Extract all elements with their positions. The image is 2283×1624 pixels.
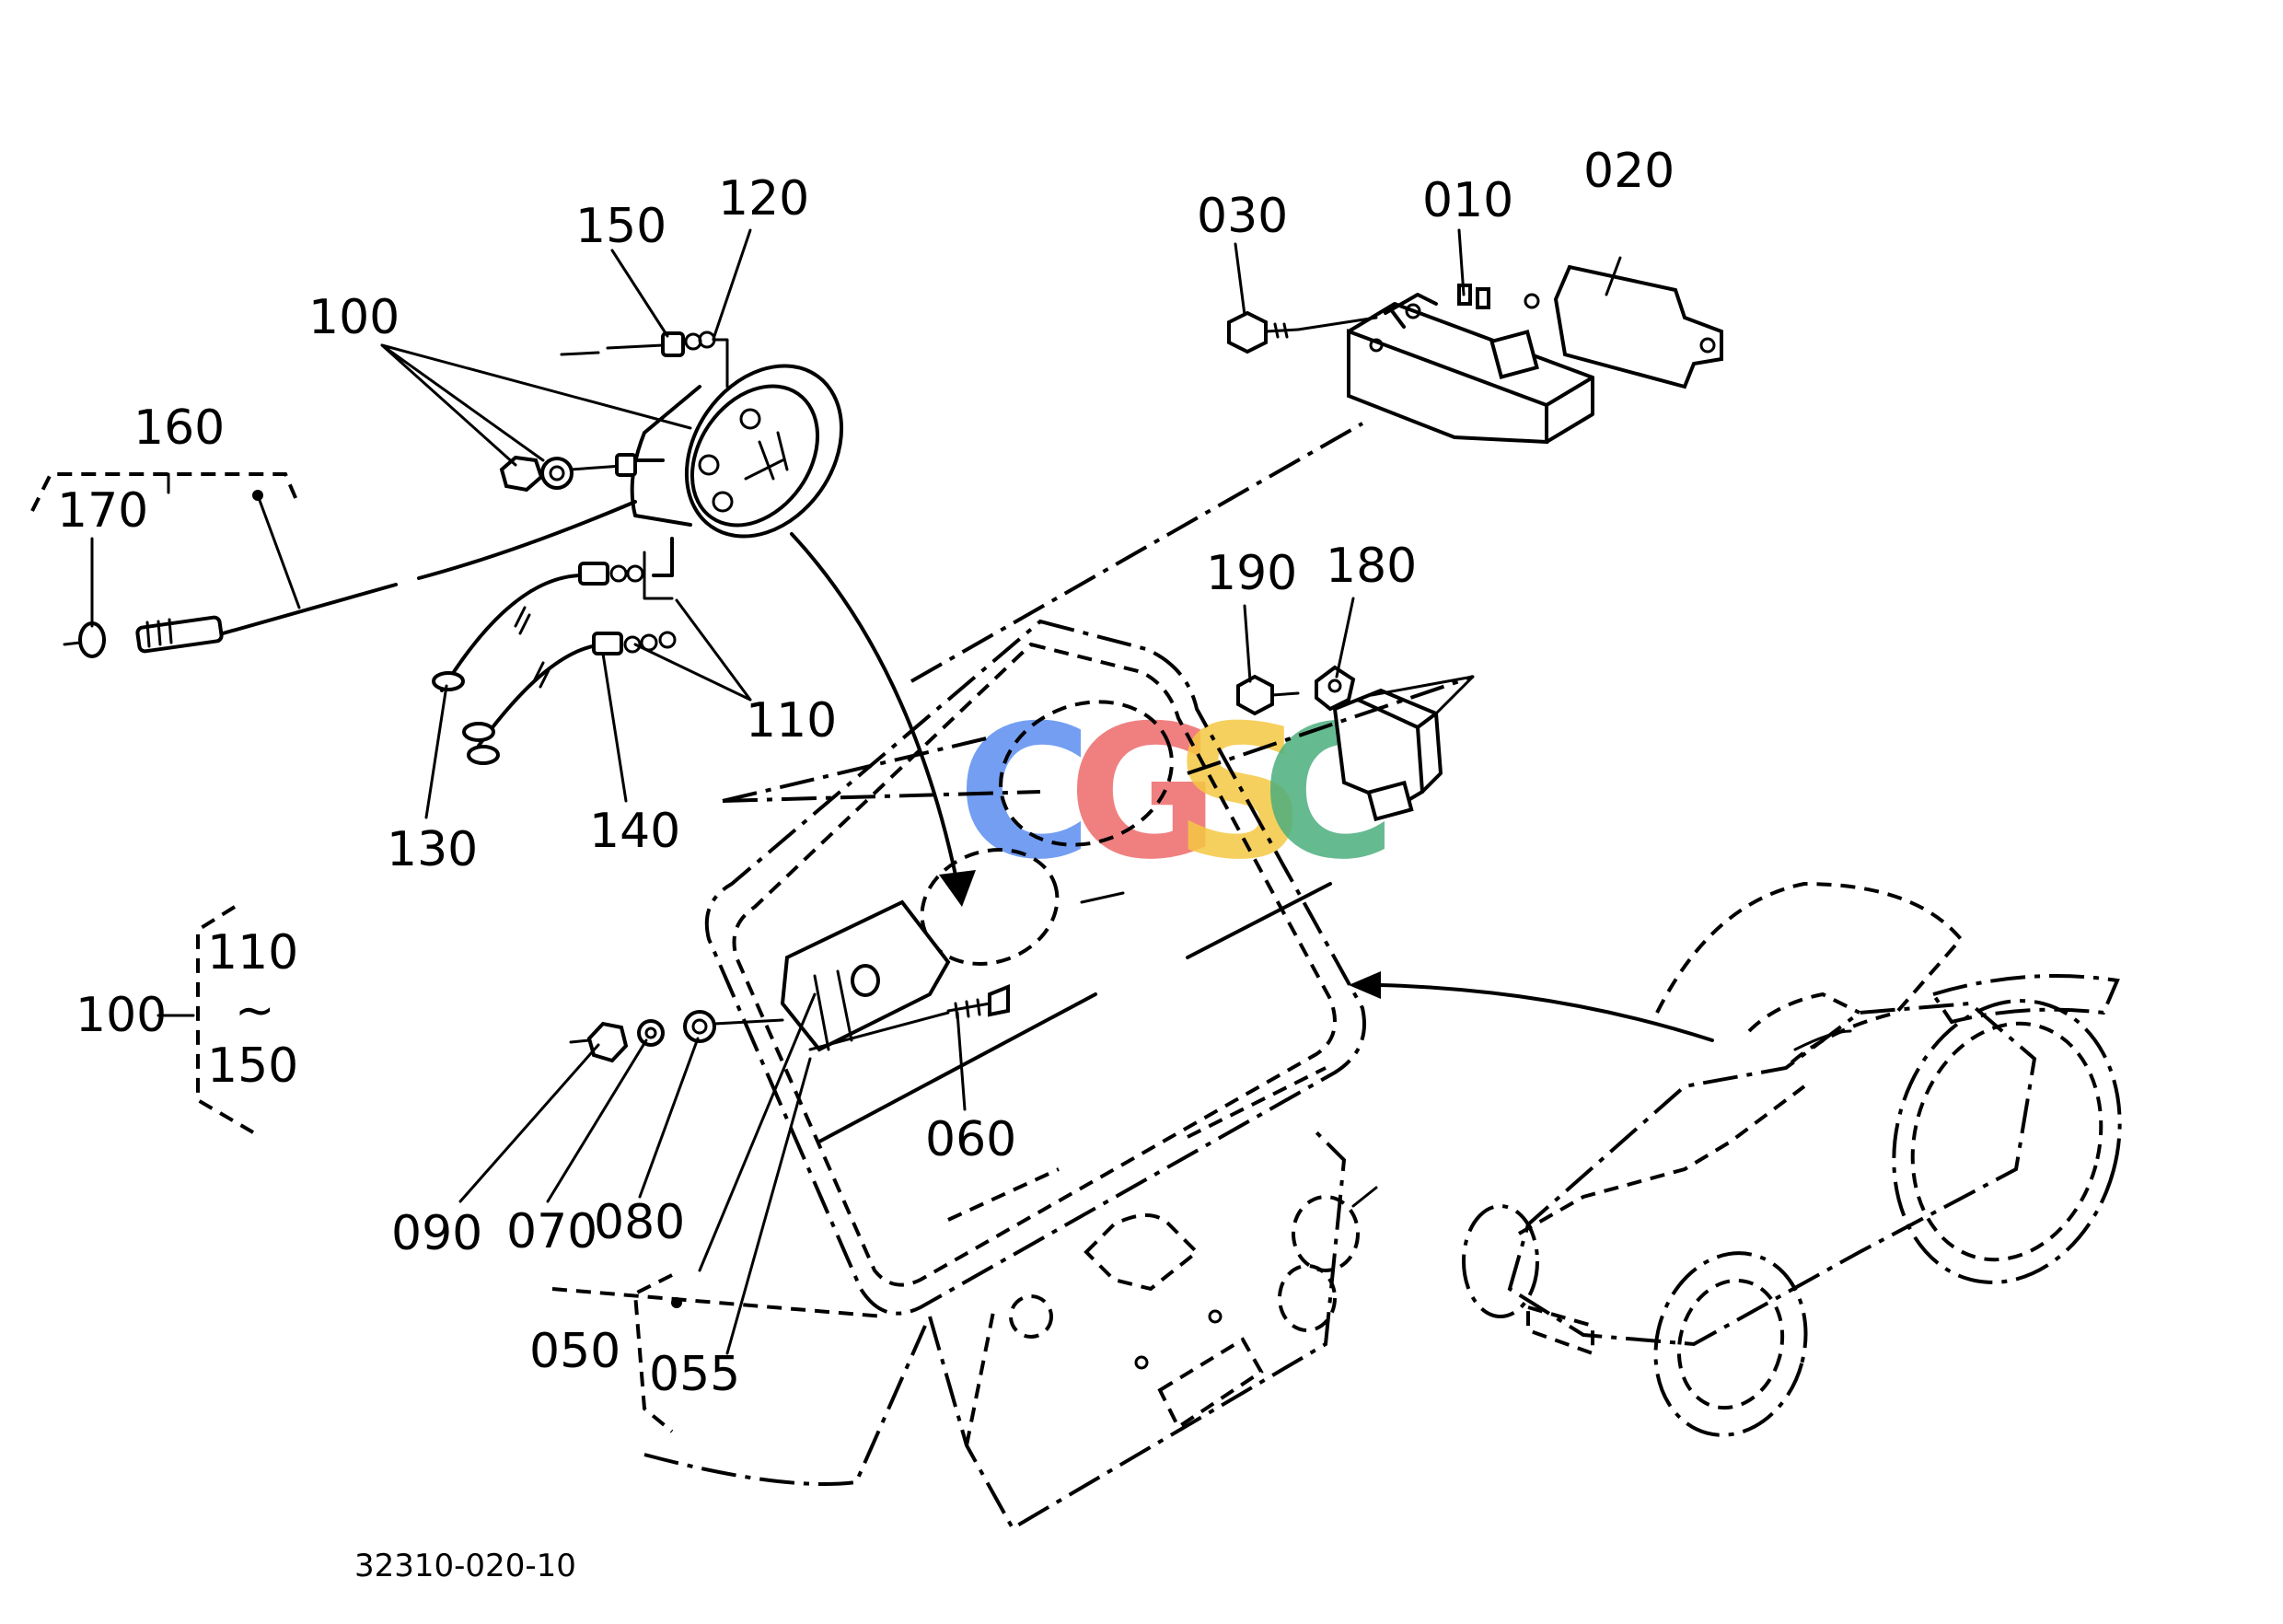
switch-plate	[569, 899, 1010, 1272]
callout-190: 190	[1206, 546, 1297, 601]
leader-lines	[90, 228, 1622, 1433]
callout-070: 070	[506, 1204, 597, 1259]
speedometer-cable	[30, 472, 637, 658]
relay-assembly	[1227, 264, 1723, 445]
gauge-to-panel-arrow	[790, 532, 976, 907]
watermark-letter-2: G	[1068, 686, 1219, 900]
instrument-panel	[551, 619, 1378, 1531]
callout-160: 160	[133, 400, 225, 456]
callout-020: 020	[1583, 144, 1675, 199]
tractor-illustration	[1349, 881, 2122, 1437]
range-assembly: 100	[75, 988, 167, 1043]
range-from: 110	[207, 925, 298, 980]
range-note: 100 110 ~ 150	[75, 925, 298, 1094]
callout-170: 170	[57, 483, 148, 539]
nut-washer-100	[499, 453, 637, 493]
callout-010: 010	[1422, 173, 1513, 228]
gauge-assembly	[560, 331, 844, 577]
callout-050: 050	[529, 1324, 620, 1379]
wire-harness	[432, 551, 677, 765]
figure-code: 32310-020-10	[354, 1548, 576, 1584]
range-to: 150	[207, 1038, 298, 1094]
callout-055: 055	[649, 1347, 740, 1402]
callout-090: 090	[391, 1206, 482, 1261]
callout-080: 080	[594, 1195, 685, 1250]
callout-030: 030	[1197, 189, 1288, 244]
callout-120: 120	[718, 171, 809, 226]
range-tilde: ~	[235, 983, 275, 1038]
callout-110: 110	[746, 693, 837, 748]
flasher-relay	[1236, 665, 1475, 822]
callout-150: 150	[575, 199, 666, 254]
phantom-lines	[722, 422, 1474, 803]
callout-140: 140	[589, 804, 680, 859]
callout-130: 130	[387, 822, 478, 877]
callout-labels: 010 020 030 050 055 060 070 080 090 100 …	[57, 144, 1675, 1402]
callout-100: 100	[308, 290, 400, 345]
callout-060: 060	[925, 1112, 1016, 1167]
callout-180: 180	[1326, 539, 1417, 594]
